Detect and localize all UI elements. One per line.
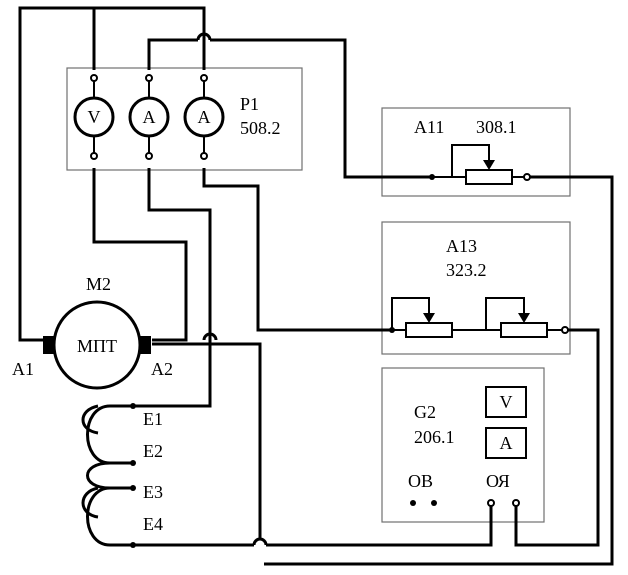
a13-name-label: A13 bbox=[446, 236, 477, 256]
a11-code-label: 308.1 bbox=[476, 117, 517, 137]
meter-a2-symbol: A bbox=[198, 107, 211, 127]
motor-m2 bbox=[43, 300, 151, 390]
g2-unit bbox=[410, 386, 527, 507]
terminal-a1-label: A1 bbox=[12, 359, 34, 379]
a11-module-box bbox=[381, 107, 571, 197]
terminal-a2-label: A2 bbox=[151, 359, 173, 379]
meter-a1-symbol: A bbox=[143, 107, 156, 127]
g2-code-label: 206.1 bbox=[414, 427, 455, 447]
g2-module-box bbox=[381, 367, 545, 523]
motor-type-label: МПТ bbox=[77, 336, 117, 356]
terminal-e1-label: E1 bbox=[143, 409, 163, 429]
g2-ammeter-symbol: A bbox=[500, 433, 513, 453]
meter-v-symbol: V bbox=[88, 107, 101, 127]
terminal-e2-label: E2 bbox=[143, 441, 163, 461]
field-windings bbox=[81, 403, 136, 548]
p1-module-box bbox=[66, 67, 303, 171]
g2-voltmeter-symbol: V bbox=[500, 392, 513, 412]
g2-ov-label: ОВ bbox=[408, 471, 433, 491]
terminal-e3-label: E3 bbox=[143, 482, 163, 502]
terminal-e4-label: E4 bbox=[143, 514, 163, 534]
a11-rheostat bbox=[429, 144, 531, 185]
p1-name-label: P1 bbox=[240, 94, 259, 114]
a13-module-box bbox=[381, 221, 571, 355]
a13-rheostats bbox=[389, 297, 569, 338]
text-labels: M2 МПТ A1 A2 E1 E2 E3 E4 V A A P1 508.2 … bbox=[12, 94, 517, 534]
a11-name-label: A11 bbox=[414, 117, 444, 137]
p1-code-label: 508.2 bbox=[240, 118, 281, 138]
p1-meters bbox=[73, 74, 225, 160]
g2-oya-label: ОЯ bbox=[486, 471, 510, 491]
wires bbox=[18, 6, 614, 566]
g2-name-label: G2 bbox=[414, 402, 436, 422]
motor-id-label: M2 bbox=[86, 274, 111, 294]
a13-code-label: 323.2 bbox=[446, 260, 487, 280]
